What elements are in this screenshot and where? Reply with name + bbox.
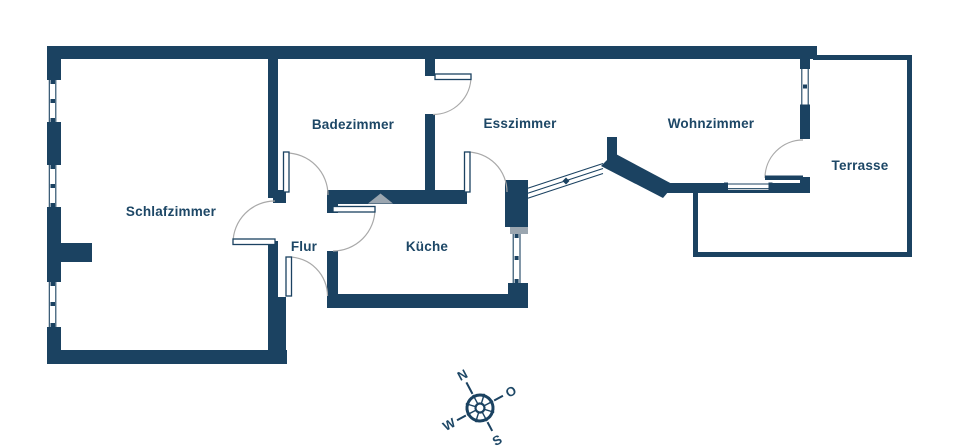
wall-schlafzimmer-right-lower <box>268 241 278 298</box>
window-tick <box>514 234 519 238</box>
door-swing-arc <box>232 200 276 244</box>
wall-top <box>48 46 817 59</box>
door-leaf <box>463 151 471 193</box>
wall-left-pier-2 <box>47 207 61 282</box>
wall-esszimmer-stub <box>607 137 617 166</box>
door-leaf <box>332 205 376 213</box>
terrace-edge-right <box>907 55 912 257</box>
window-schlafzimmer-3 <box>46 282 61 327</box>
room-label-esszimmer: Esszimmer <box>483 116 557 131</box>
windows <box>46 63 812 327</box>
wall-wohnzimmer-right-bottom <box>800 177 810 193</box>
compass-letter-east: O <box>503 383 519 401</box>
window-tick <box>50 302 55 306</box>
window-tick <box>50 80 55 84</box>
door-leaf <box>232 238 276 246</box>
wall-kueche-right-upper <box>505 180 528 227</box>
compass-letter-west: W <box>440 415 459 434</box>
wall-schlafzimmer-right-base <box>268 297 286 351</box>
door-esszimmer-kueche <box>463 151 508 193</box>
door-swing-arc <box>466 151 508 193</box>
wall-bottom-schlafzimmer <box>48 350 287 364</box>
kueche-triangle-marker <box>368 193 393 204</box>
exterior-walls <box>47 46 817 364</box>
window-schlafzimmer-2 <box>46 165 61 207</box>
glazing-diamond-marker <box>562 177 570 185</box>
wall-wohnzimmer-right-mid <box>800 108 810 139</box>
compass-rose: N O S W <box>440 366 519 447</box>
wall-schlafzimmer-right-upper <box>268 59 278 198</box>
door-swing-arc <box>285 152 329 196</box>
window-cap <box>800 104 810 110</box>
window-tick <box>50 203 55 207</box>
compass-ray-west <box>456 414 467 422</box>
window-tick <box>514 279 519 283</box>
window-wohnzimmer-bottom <box>724 182 773 193</box>
terrace-edge-top <box>813 55 912 60</box>
room-label-wohnzimmer: Wohnzimmer <box>668 116 755 131</box>
window-tick <box>803 84 807 89</box>
room-label-kueche: Küche <box>406 239 449 254</box>
room-labels: Schlafzimmer Badezimmer Esszimmer Wohnzi… <box>126 116 889 254</box>
terrace-edge-bottom <box>693 252 912 257</box>
wall-kueche-gray-band <box>510 227 528 234</box>
door-swing-arc <box>288 256 329 297</box>
room-label-flur: Flur <box>291 239 318 254</box>
terrace-edge-left <box>693 192 698 257</box>
door-leaf <box>285 256 293 297</box>
terrace-outline <box>693 55 912 257</box>
door-leaf <box>282 151 290 193</box>
door-badezimmer <box>282 151 329 196</box>
wall-badezimmer-right-lower <box>425 114 435 204</box>
wall-kueche-right-lower <box>508 283 528 308</box>
window-tick <box>50 165 55 169</box>
window-cap <box>800 63 810 69</box>
window-cap <box>768 182 773 193</box>
window-kueche <box>508 234 526 283</box>
door-kueche <box>332 205 376 252</box>
door-swing-arc <box>432 76 472 116</box>
door-swing-arc <box>764 139 804 179</box>
window-tick <box>50 118 55 122</box>
compass-letter-south: S <box>490 431 505 447</box>
window-wohnzimmer-right <box>798 63 812 110</box>
door-badezimmer-esszimmer <box>432 73 472 116</box>
wall-left-corner-top <box>47 46 61 80</box>
window-schlafzimmer-1 <box>46 80 61 122</box>
window-tick <box>50 184 55 188</box>
compass-ray-south <box>486 421 494 432</box>
glazed-partition <box>526 162 604 200</box>
doors <box>232 73 804 297</box>
door-schlafzimmer <box>232 200 276 246</box>
door-entrance <box>285 256 329 297</box>
window-tick <box>514 256 519 260</box>
room-label-schlafzimmer: Schlafzimmer <box>126 204 217 219</box>
wall-flur-top-left-bit <box>273 190 286 203</box>
window-cap <box>724 182 728 193</box>
room-label-badezimmer: Badezimmer <box>312 117 395 132</box>
compass-ray-north <box>465 381 474 395</box>
window-tick <box>50 282 55 286</box>
door-terrasse <box>764 139 804 180</box>
window-tick <box>50 99 55 103</box>
wall-left-pier-1 <box>47 122 61 165</box>
wall-left-stub <box>58 243 92 262</box>
door-leaf <box>434 73 472 81</box>
compass-wheel-ring <box>465 393 495 423</box>
wall-bottom-kueche <box>327 294 527 308</box>
wall-badezimmer-right-upper <box>425 59 435 76</box>
compass-hub <box>474 402 486 414</box>
wall-band-mid <box>327 190 467 204</box>
compass-ray-east <box>493 394 504 402</box>
compass-wheel-spokes <box>468 396 492 420</box>
compass-letter-north: N <box>455 366 470 384</box>
door-swing-arc <box>332 208 376 252</box>
wall-flur-kueche-lower <box>327 251 338 296</box>
door-leaf <box>765 175 803 180</box>
room-label-terrasse: Terrasse <box>832 158 889 173</box>
window-tick <box>50 323 55 327</box>
